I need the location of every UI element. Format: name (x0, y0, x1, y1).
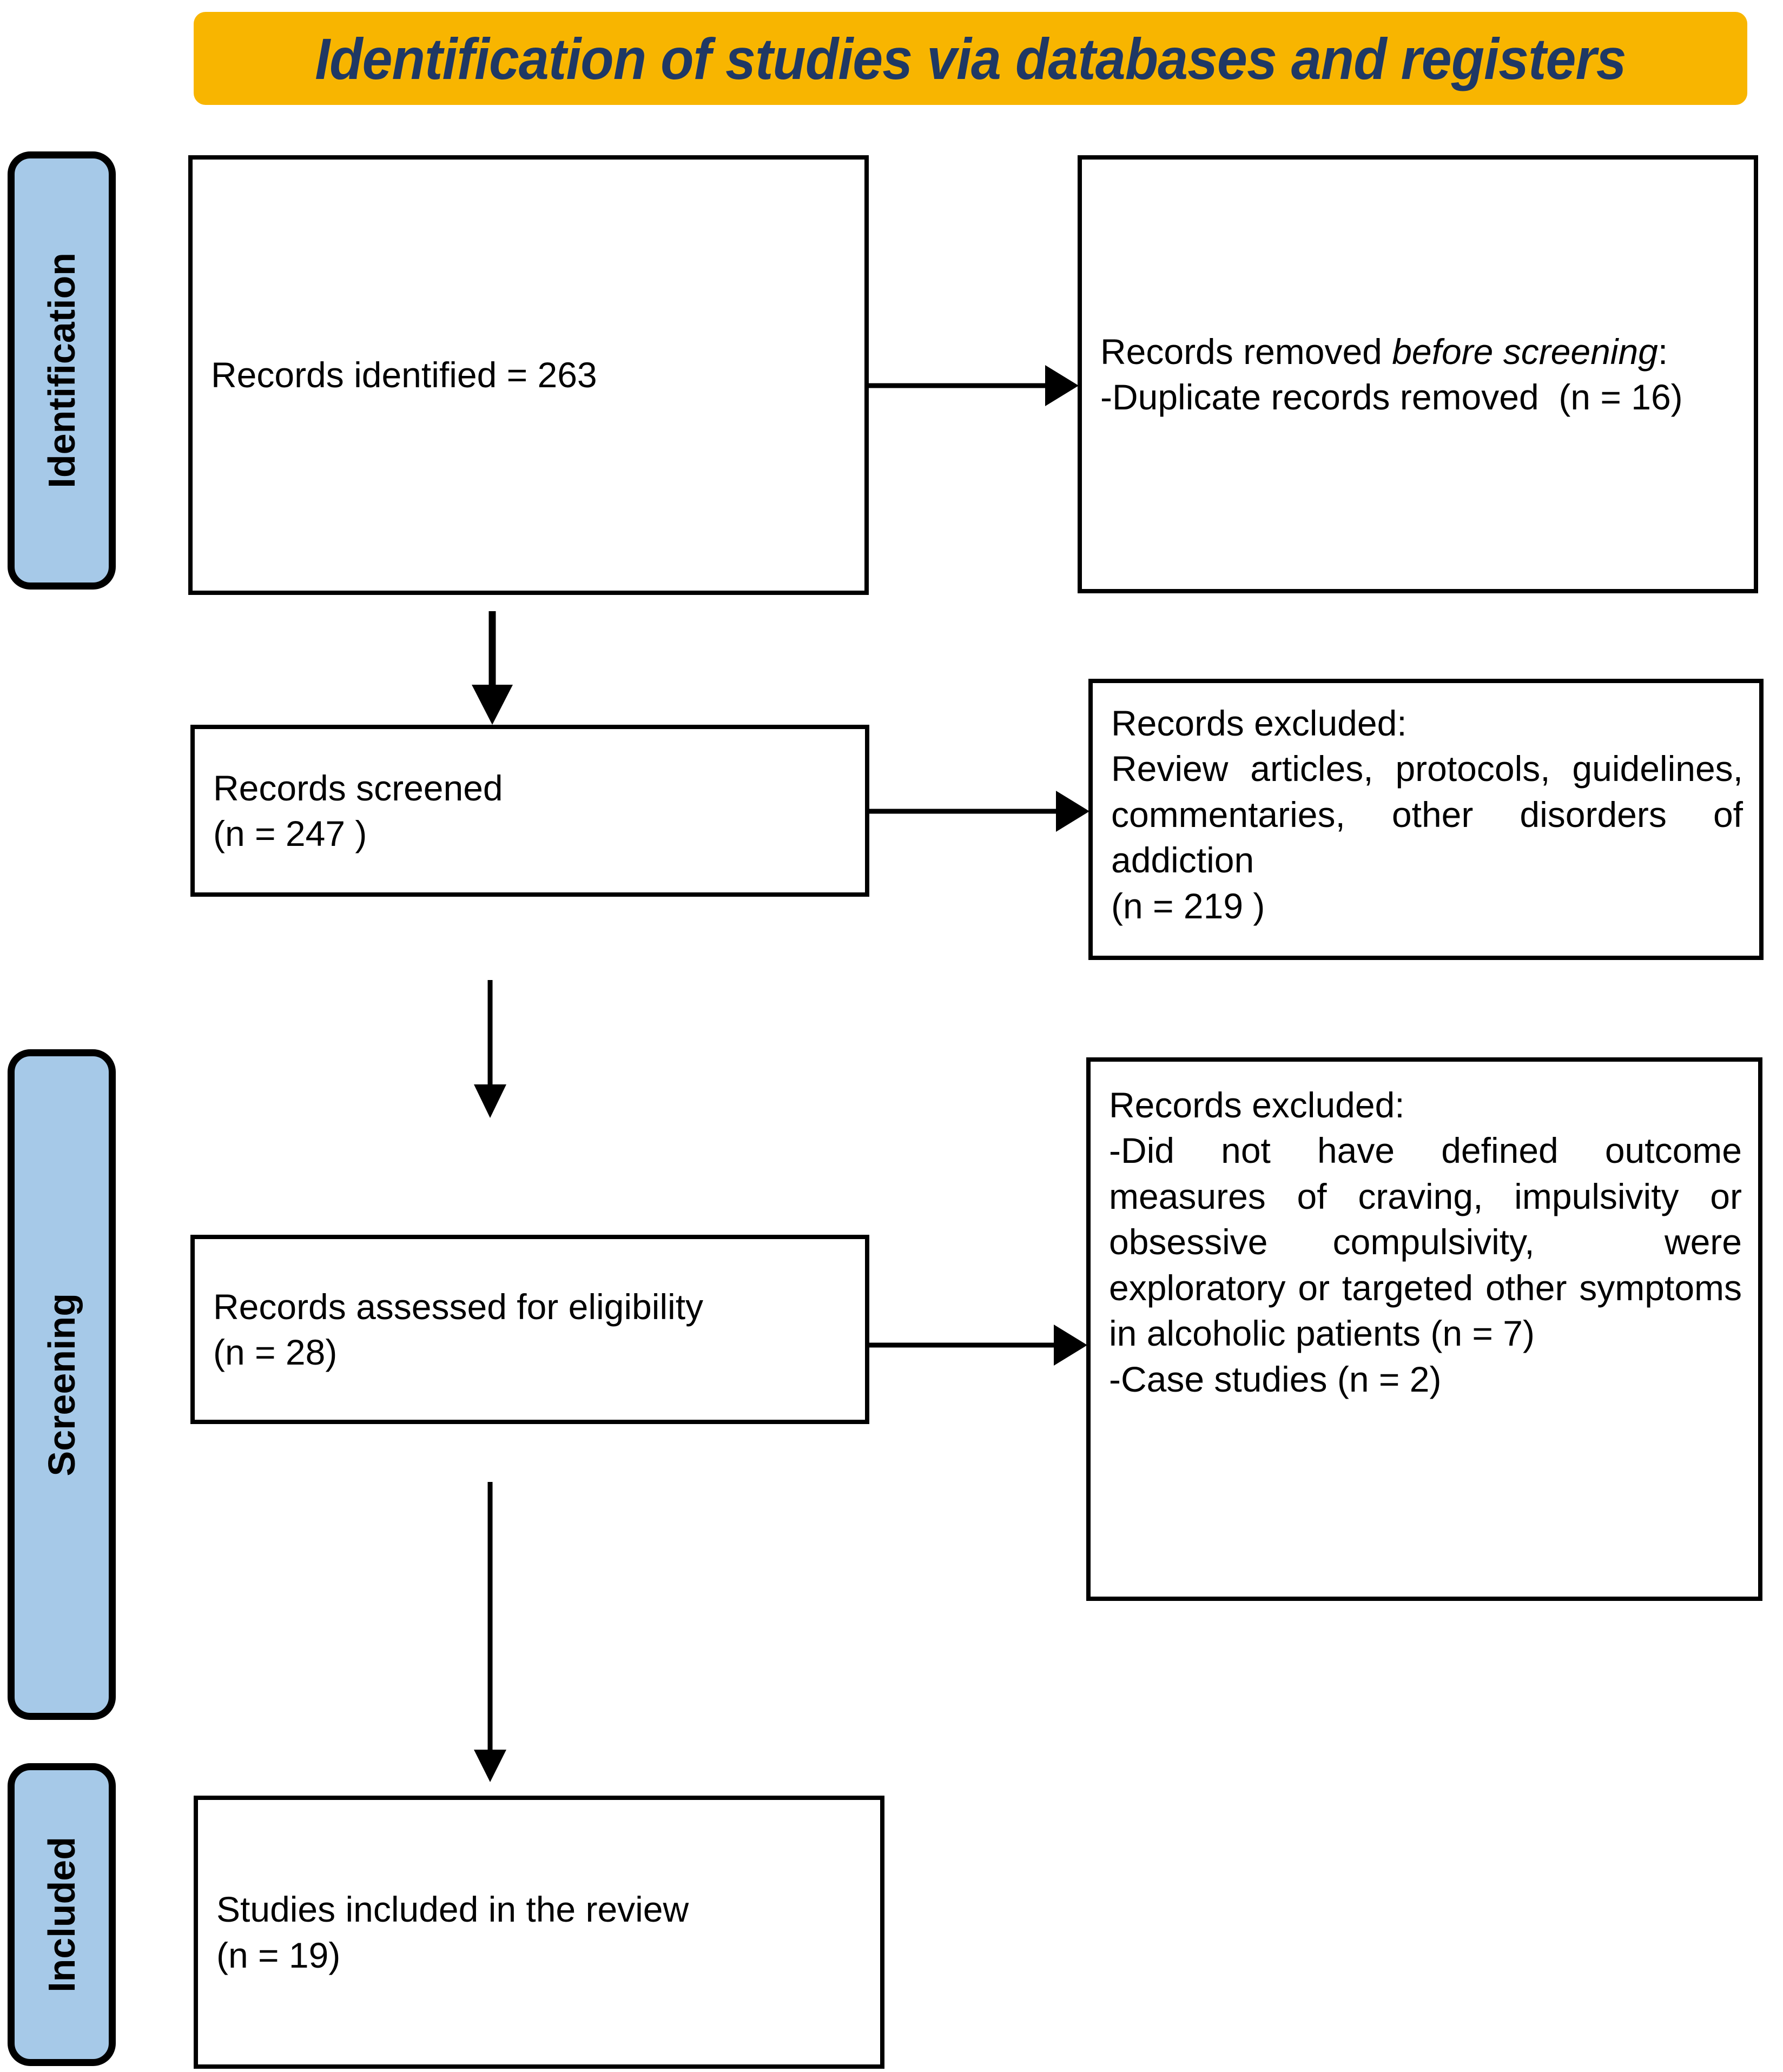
excluded-eligibility-title: Records excluded: (1109, 1085, 1405, 1125)
diagram-title-banner: Identification of studies via databases … (194, 12, 1747, 105)
stage-label-screening: Screening (8, 1049, 116, 1720)
arrow-head (474, 1084, 506, 1118)
box-records-identified: Records identified = 263 (188, 155, 869, 595)
records-assessed-title: Records assessed for eligibility (213, 1286, 704, 1327)
box-records-assessed-text: Records assessed for eligibility (n = 28… (195, 1284, 865, 1375)
diagram-title: Identification of studies via databases … (315, 25, 1626, 91)
stage-label-included-text: Included (41, 1837, 83, 1992)
arrow-shaft (869, 1342, 1055, 1348)
studies-included-count: (n = 19) (216, 1935, 341, 1975)
records-removed-lead: Records removed (1100, 331, 1392, 372)
arrow-head (1045, 365, 1079, 406)
arrow-shaft (869, 809, 1058, 814)
arrow-shaft (487, 980, 493, 1091)
records-screened-title: Records screened (213, 767, 503, 808)
box-records-excluded-eligibility-text: Records excluded: -Did not have defined … (1091, 1082, 1758, 1402)
box-studies-included: Studies included in the review (n = 19) (194, 1796, 884, 2069)
excluded-eligibility-reason-2: -Case studies (n = 2) (1109, 1359, 1442, 1399)
arrow-head (472, 685, 513, 725)
records-screened-count: (n = 247 ) (213, 813, 367, 853)
arrow-shaft (488, 611, 496, 692)
box-records-screened-text: Records screened (n = 247 ) (195, 765, 865, 857)
excluded-screening-title: Records excluded: (1111, 703, 1407, 743)
box-records-excluded-screening: Records excluded: Review articles, proto… (1088, 679, 1764, 960)
excluded-screening-reasons: Review articles, protocols, guidelines, … (1111, 749, 1753, 881)
stage-label-identification-text: Identification (41, 253, 83, 488)
records-removed-lead-italic: before screening (1392, 331, 1658, 372)
box-studies-included-text: Studies included in the review (n = 19) (198, 1886, 880, 1978)
excluded-screening-count: (n = 219 ) (1111, 885, 1265, 926)
box-records-removed-text: Records removed before screening: -Dupli… (1082, 329, 1754, 420)
box-records-excluded-screening-text: Records excluded: Review articles, proto… (1093, 700, 1759, 929)
box-records-identified-text: Records identified = 263 (211, 355, 597, 395)
stage-label-identification: Identification (8, 151, 116, 590)
box-records-removed: Records removed before screening: -Dupli… (1078, 155, 1758, 593)
box-records-screened: Records screened (n = 247 ) (190, 725, 869, 897)
studies-included-title: Studies included in the review (216, 1889, 689, 1930)
box-records-excluded-eligibility: Records excluded: -Did not have defined … (1086, 1057, 1762, 1601)
arrow-head (474, 1750, 506, 1782)
records-removed-detail: -Duplicate records removed (n = 16) (1100, 377, 1683, 417)
arrow-head (1056, 791, 1089, 832)
arrow-shaft (487, 1482, 493, 1752)
stage-label-included: Included (8, 1763, 116, 2066)
arrow-shaft (869, 383, 1047, 388)
box-records-assessed: Records assessed for eligibility (n = 28… (190, 1235, 869, 1424)
arrow-head (1054, 1325, 1087, 1366)
records-removed-colon: : (1657, 331, 1668, 372)
records-assessed-count: (n = 28) (213, 1332, 338, 1372)
stage-label-screening-text: Screening (41, 1293, 83, 1477)
excluded-eligibility-reason-1: -Did not have defined outcome measures o… (1109, 1130, 1752, 1354)
